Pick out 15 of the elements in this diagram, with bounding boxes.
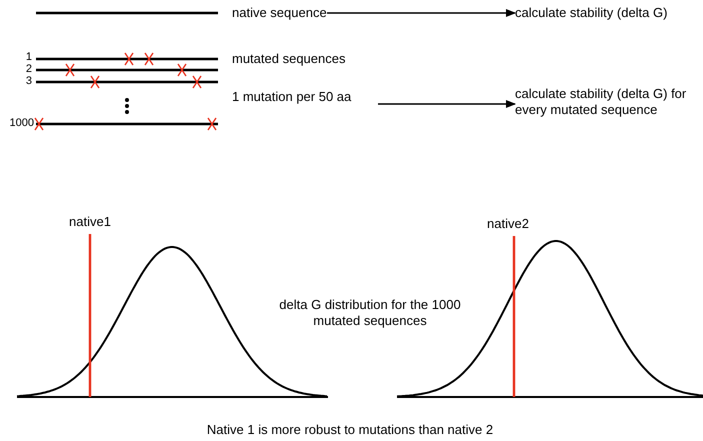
row-number: 3 — [24, 75, 32, 87]
arrow — [378, 100, 516, 108]
annotation-text: delta G distribution for the 1000 mutated sequences — [278, 297, 462, 329]
node-text: mutated sequences — [232, 51, 346, 67]
node-text: native sequence — [232, 5, 327, 21]
node-text: calculate stability (delta G) — [515, 5, 668, 21]
row-number: 1 — [24, 51, 32, 63]
node-text: 1 mutation per 50 aa — [232, 89, 352, 105]
node-text: calculate stability (delta G) for every mutated sequence — [515, 86, 687, 118]
arrow — [327, 9, 516, 17]
marker-label: native1 — [68, 214, 112, 230]
row-number: 1000 — [8, 117, 34, 129]
marker-label: native2 — [486, 216, 530, 232]
caption: Native 1 is more robust to mutations than native 2 — [206, 422, 494, 438]
row-number: 2 — [24, 63, 32, 75]
